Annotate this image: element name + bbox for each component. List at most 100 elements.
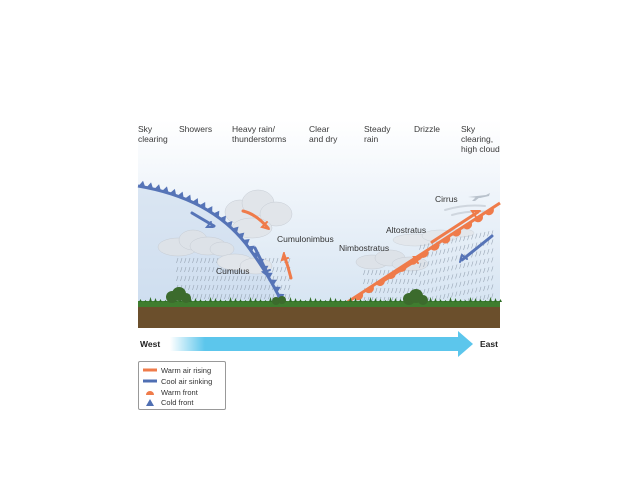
grass-tuft — [214, 298, 217, 302]
rain-drop — [264, 284, 267, 291]
rain-drop — [483, 276, 486, 283]
grass-tuft — [244, 300, 247, 302]
grass-tuft — [219, 299, 222, 302]
rain-drop — [483, 231, 486, 238]
grass-tuft — [464, 300, 467, 302]
cold-front-line — [137, 184, 285, 306]
rain-drop — [467, 244, 470, 250]
rain-drop — [272, 257, 275, 264]
grass-tuft — [344, 300, 347, 302]
rain-drop — [188, 284, 191, 291]
rain-drop — [264, 275, 267, 282]
grass-tuft — [249, 297, 252, 302]
bush-right — [403, 289, 428, 305]
rain-drop — [387, 278, 390, 285]
rain-drop — [467, 280, 470, 286]
rain-drop — [188, 275, 191, 282]
label-cumulus: Cumulus — [216, 266, 250, 276]
rain-drop — [471, 234, 474, 240]
rain-drop — [475, 278, 478, 284]
cold-front-icon — [146, 399, 154, 406]
grass-tuft — [399, 299, 402, 302]
rain-drop — [487, 294, 490, 300]
rain-drop — [439, 276, 442, 282]
rain-drop — [204, 266, 207, 273]
rain-drop — [487, 249, 490, 255]
rain-drop — [487, 231, 490, 237]
rain-drop — [435, 259, 438, 265]
weather-label-heavy-rain: Heavy rain/thunderstorms — [232, 124, 287, 144]
rain-drop — [391, 287, 394, 294]
grass-tuft — [484, 300, 487, 302]
grass-tuft — [309, 297, 312, 302]
direction-arrow-body — [170, 337, 460, 351]
rain-drop — [284, 275, 287, 282]
rain-drop — [236, 293, 239, 300]
rain-drop — [459, 272, 462, 278]
grass-tuft — [324, 300, 327, 302]
cold-front-triangle — [237, 232, 245, 240]
rain-drop — [256, 275, 259, 282]
rain-drop — [224, 284, 227, 291]
rain-drop — [491, 293, 494, 299]
grass-tuft — [339, 299, 342, 302]
rain-drop — [451, 247, 454, 253]
rain-drop — [184, 284, 187, 291]
cold-front-triangle — [146, 182, 154, 189]
rain-drop — [204, 275, 207, 282]
rain-drop — [431, 269, 434, 275]
grass-tuft — [229, 297, 232, 302]
rain-drop — [407, 278, 410, 285]
rain-drop — [479, 268, 482, 274]
rain-drop — [284, 284, 287, 291]
cold-front-triangle — [273, 286, 281, 293]
rain-drop — [284, 266, 287, 273]
rain-drop — [200, 293, 203, 300]
rain-drop — [407, 269, 410, 276]
grass-tuft — [429, 297, 432, 302]
rain-drop — [367, 269, 370, 276]
rain-drop — [244, 275, 247, 282]
rain-drop — [260, 293, 263, 300]
bush-left — [166, 287, 191, 303]
rain-drop — [192, 284, 195, 291]
rain-drop — [367, 278, 370, 285]
rain-drop — [244, 293, 247, 300]
rain-drop — [180, 275, 183, 282]
rain-drop — [411, 278, 414, 285]
grass-tuft — [374, 298, 377, 302]
grass-tuft — [439, 299, 442, 302]
rain-drop — [204, 284, 207, 291]
rain-drop — [216, 275, 219, 282]
grass-tuft — [499, 299, 502, 302]
rain-drop — [208, 266, 211, 273]
warm-front-semicircle — [353, 292, 364, 301]
label-east: East — [480, 339, 498, 349]
rain-drop — [475, 260, 478, 266]
rain-drop — [220, 284, 223, 291]
rain-drop — [248, 275, 251, 282]
label-cumulonimbus: Cumulonimbus — [277, 234, 334, 244]
rain-drop — [443, 248, 446, 255]
cold-front-triangle — [219, 215, 227, 223]
rain-drop — [467, 289, 470, 295]
rain-drop — [204, 257, 207, 264]
rain-drop — [252, 275, 255, 282]
rain-drop — [196, 293, 199, 300]
rain-drop — [419, 280, 422, 286]
cold-front-triangle — [138, 180, 146, 188]
rain-drop — [491, 257, 494, 263]
rain-drop — [224, 275, 227, 282]
rain-drop — [391, 278, 394, 285]
rain-drop — [196, 266, 199, 273]
rain-drop — [455, 255, 458, 261]
rain-drop — [467, 271, 470, 277]
rain-drop — [240, 284, 243, 291]
rain-drop — [487, 285, 490, 291]
rain-drop — [459, 245, 462, 251]
grass-tuft — [224, 300, 227, 302]
rain-drop — [491, 275, 494, 281]
rain-drop — [272, 293, 275, 300]
grass-tuft — [289, 297, 292, 302]
